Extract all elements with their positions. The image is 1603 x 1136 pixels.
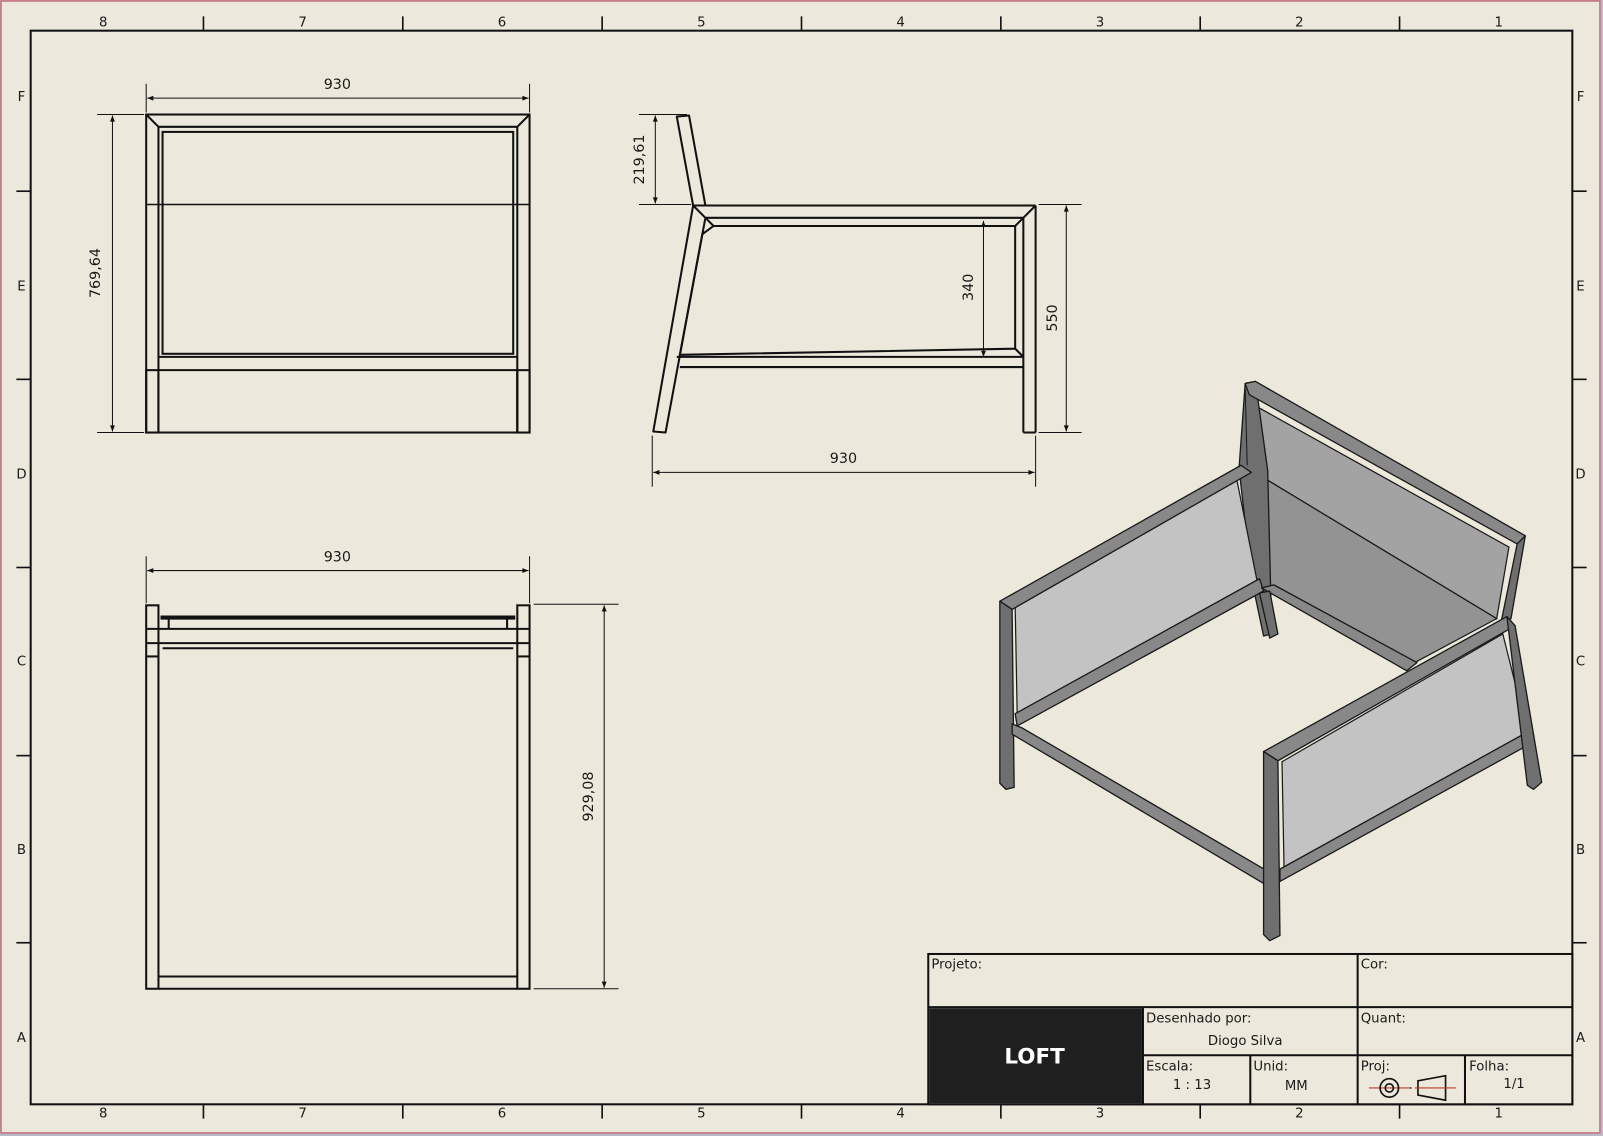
- zone-col-bottom: 7: [298, 1107, 306, 1122]
- zone-row-right: B: [1576, 843, 1585, 858]
- scale-value: 1 : 13: [1173, 1078, 1211, 1093]
- sheet-value: 1/1: [1503, 1077, 1524, 1092]
- zone-col-bottom: 1: [1494, 1107, 1502, 1122]
- zone-row-right: E: [1576, 279, 1584, 294]
- unit-value: MM: [1285, 1079, 1308, 1094]
- color-label: Cor:: [1361, 957, 1388, 972]
- zone-col-bottom: 3: [1096, 1107, 1104, 1122]
- zone-row-left: B: [17, 843, 26, 858]
- side-depth-dimension: 930: [830, 451, 857, 467]
- top-depth-dimension: 929,08: [581, 772, 597, 822]
- zone-col-top: 1: [1494, 16, 1502, 31]
- drawn-by-value: Diogo Silva: [1208, 1034, 1283, 1049]
- front-view: 930 769,64: [88, 77, 531, 434]
- zone-col-bottom: 6: [498, 1107, 506, 1122]
- zone-row-right: D: [1575, 468, 1585, 483]
- zone-col-top: 2: [1295, 16, 1303, 31]
- backrest-height-dimension: 219,61: [632, 134, 648, 184]
- unit-label: Unid:: [1253, 1060, 1288, 1075]
- zone-row-left: C: [17, 655, 26, 670]
- zone-row-left: A: [17, 1031, 26, 1046]
- zone-col-top: 3: [1096, 16, 1104, 31]
- zone-col-bottom: 4: [896, 1107, 904, 1122]
- zone-ticks: [16, 16, 1587, 1119]
- armrest-panel-dimension: 340: [961, 274, 977, 301]
- seat-height-dimension: 550: [1045, 304, 1061, 331]
- zone-row-left: D: [16, 468, 26, 483]
- drawn-by-label: Desenhado por:: [1146, 1012, 1251, 1027]
- zone-row-left: F: [18, 90, 26, 105]
- sheet-label: Folha:: [1469, 1060, 1509, 1075]
- project-label: Projeto:: [931, 957, 982, 972]
- logo-box: [929, 1008, 1142, 1104]
- projection-label: Proj:: [1361, 1060, 1390, 1075]
- quantity-label: Quant:: [1361, 1012, 1406, 1027]
- zone-row-right: C: [1576, 655, 1585, 670]
- zone-col-top: 8: [99, 16, 107, 31]
- front-width-dimension: 930: [324, 77, 351, 93]
- company-logo: LOFT: [1004, 1044, 1065, 1069]
- zone-row-right: F: [1577, 90, 1585, 105]
- front-height-dimension: 769,64: [88, 248, 104, 298]
- zone-row-left: E: [17, 279, 25, 294]
- title-block: LOFT Projeto: Cor: Desenhado por: Diogo …: [927, 952, 1574, 1106]
- zone-row-right: A: [1576, 1031, 1585, 1046]
- scale-label: Escala:: [1146, 1060, 1193, 1075]
- top-view: 930 929,08: [145, 549, 619, 990]
- zone-col-bottom: 8: [99, 1107, 107, 1122]
- zone-col-top: 7: [298, 16, 306, 31]
- first-angle-projection-icon: [1368, 1074, 1456, 1102]
- isometric-view: [999, 380, 1543, 942]
- zone-col-bottom: 5: [697, 1107, 705, 1122]
- zone-col-bottom: 2: [1295, 1107, 1303, 1122]
- top-width-dimension: 930: [324, 549, 351, 565]
- side-view: 219,61 340 550 930: [632, 114, 1082, 487]
- zone-col-top: 4: [896, 16, 904, 31]
- zone-col-top: 5: [697, 16, 705, 31]
- zone-col-top: 6: [498, 16, 506, 31]
